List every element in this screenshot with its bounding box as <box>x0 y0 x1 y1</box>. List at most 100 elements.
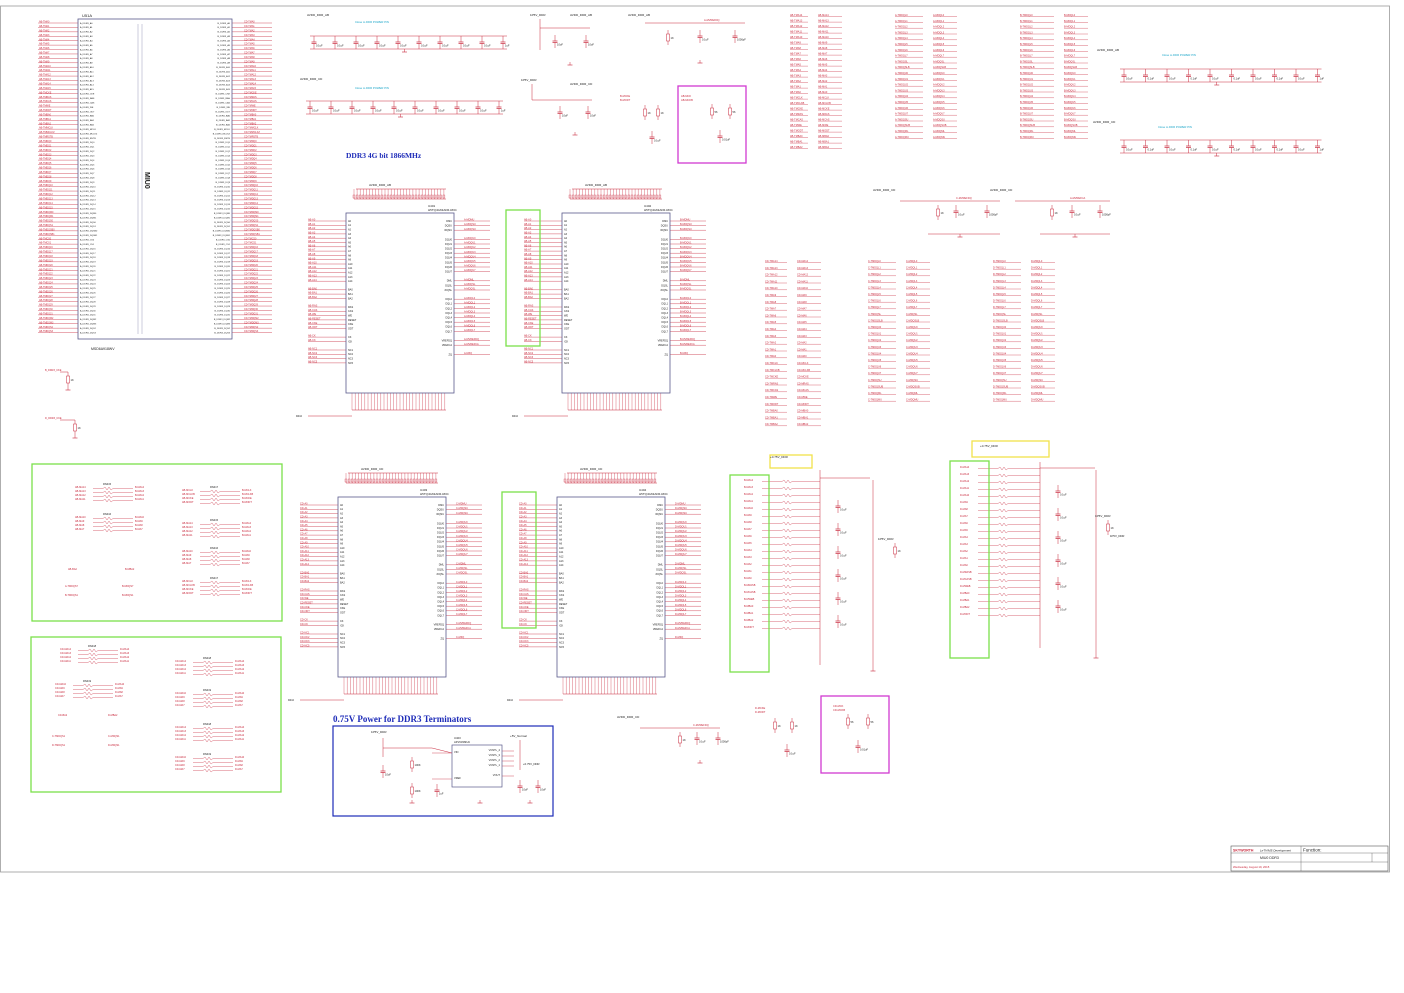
series-out: D-MA12 <box>235 668 245 671</box>
chip-pin-right: DQU2 <box>445 248 453 251</box>
cap-value: 0.1uF <box>459 109 466 113</box>
main-pin-left: A_DDR3_DQ18 <box>80 256 96 259</box>
chip-net-left: CD-A13 <box>300 559 310 562</box>
main-net-left: AB-TMDQ14 <box>39 202 53 205</box>
main-pin-left: A_DDR3_DQ12 <box>80 194 96 197</box>
net-label-left: B-TMDQU7 <box>1020 113 1034 116</box>
chip-pin-left: WE <box>559 599 563 602</box>
res-value: 1K <box>648 111 651 115</box>
resistor-zigzag <box>202 672 214 677</box>
term-net: D-MODT <box>960 613 970 616</box>
chip-net-left: CD-A6 <box>519 528 527 531</box>
net-label-right: A-MDQL3 <box>933 31 945 34</box>
cap-value: 0.1uF <box>333 109 340 113</box>
main-net-left: AB-TMMCLK <box>39 127 53 130</box>
chip-net-right: D-MDQL5 <box>675 604 687 607</box>
chip-net-left: AB-A6 <box>524 244 532 247</box>
series-out: D-MA13 <box>235 730 245 733</box>
main-pin-left: A_DDR3_A8 <box>80 57 93 60</box>
main-pin-right: B_DDR3_DQM3 <box>214 324 231 326</box>
chip-net-left: CD-A7 <box>519 533 527 536</box>
main-net-left: AB-TMA2 <box>39 29 50 32</box>
main-net-right: CD-TMDQ24 <box>244 282 259 285</box>
chip-net-left: AB-A9 <box>308 257 316 260</box>
series-out: D-MA10 <box>115 683 125 686</box>
series-out: B-MODT <box>242 592 252 595</box>
main-net-right: CD-TMDQ31 <box>244 312 259 315</box>
main-net-left: AB-TMDQS1 <box>39 224 54 227</box>
chip-net-right: B-MDQL5 <box>680 320 692 323</box>
main-pin-right: B_DDR3_WE <box>217 107 231 109</box>
chip-pin-right: DQU0 <box>445 238 453 241</box>
cap-value: 0.1uF <box>1148 148 1155 152</box>
term-net: D-MA13 <box>960 473 970 476</box>
chip-net-right: A-MDQL2 <box>464 306 476 309</box>
chip-net-right: D-MDQL1 <box>675 585 687 588</box>
term-net: D-MA8 <box>960 508 968 511</box>
resistor-zigzag <box>781 584 793 589</box>
net-label-left: A-TMDQL5 <box>895 43 908 46</box>
rn-ref: RN417 <box>210 576 219 580</box>
resistor <box>773 721 777 730</box>
net-label-left: A-TMDQL4 <box>895 37 908 40</box>
net-label: 1P5V_DDR <box>530 13 546 17</box>
chip-net-left: CD-A2 <box>300 511 308 514</box>
series-in: AB-MCLK <box>182 489 193 492</box>
term-net: B-MODT <box>744 626 754 629</box>
net-label: D-MBA2 <box>108 714 118 717</box>
decap <box>581 194 584 199</box>
chip-net-right: B-MDQU0 <box>680 237 692 240</box>
rn-ref: RN418 <box>203 656 212 660</box>
net-label-right: D-MDQL5 <box>1031 293 1043 296</box>
decap <box>578 194 581 199</box>
chip-net-left: AB-A13 <box>524 275 533 278</box>
cap-value: 0.1uF <box>421 44 428 48</box>
chip-pin-right: DQU0 <box>656 522 664 525</box>
decap <box>625 478 629 483</box>
net-label: AVDD_DDR_CD <box>570 82 593 86</box>
chip-net-right: A-MDQSU <box>464 228 476 231</box>
chip-net-left: CD-A12 <box>300 554 310 557</box>
net-label-left: B-TMDQU3 <box>1020 89 1034 92</box>
series-out: B-MA12 <box>242 530 252 533</box>
chip-pin-left: A0 <box>564 220 568 223</box>
decap <box>359 194 362 199</box>
net-label: D-MDQS1 <box>108 744 120 747</box>
net-label-left: AB-TMBA1 <box>790 141 803 144</box>
chip-net-left: CD-BA2 <box>300 580 310 583</box>
resistor-zigzag <box>781 549 793 554</box>
net-label-right: B-MDQL3 <box>1064 31 1076 34</box>
net-label-right: AB-MA6 <box>818 58 828 61</box>
chip-net-left: AB-NC3 <box>524 356 534 359</box>
net-label-left: D-TMDQU2 <box>993 339 1007 342</box>
series-out: B-MA8 <box>135 524 143 527</box>
cap-value: 10uF <box>557 43 563 47</box>
net-label-right: D-MDQU4 <box>1031 352 1043 355</box>
rn-ref: RN419 <box>203 688 212 692</box>
chip-pin-left: ODT <box>559 611 565 614</box>
main-net-left: AB-TMDQ9 <box>39 180 52 183</box>
chip-pin-right: DQU4 <box>437 541 445 544</box>
main-net-right: CD-TMDQ30 <box>244 308 259 311</box>
term-net: D-MA1 <box>960 557 968 560</box>
net-label-left: B-TMDQU2 <box>1020 84 1034 87</box>
chip-pin-left: /CK <box>564 340 569 343</box>
main-net-right: CD-TMA6 <box>244 47 255 50</box>
series-out: D-MA9 <box>235 760 243 763</box>
resistor-zigzag <box>997 606 1009 611</box>
net-label-right: A-MDQL6 <box>933 49 945 52</box>
main-pin-right: B_DDR3_DQ12 <box>214 195 230 197</box>
decap <box>610 478 613 483</box>
net-label: A-MVREFCA <box>1070 196 1086 200</box>
chip-pin-left: A1 <box>348 224 352 227</box>
chip-pin-right: DQU3 <box>445 252 453 255</box>
net-label-left: B-TMDQMU <box>1020 136 1034 139</box>
decap <box>442 194 446 199</box>
chip-net-right: B-MDML <box>680 278 690 281</box>
chip-pin-left: A8 <box>348 254 352 257</box>
resistor-zigzag <box>202 700 214 705</box>
main-net-left: AB-TMDQ4 <box>39 158 52 161</box>
cap-value: 0.1uF <box>699 740 706 744</box>
main-net-right: CD-TMDQ16 <box>244 246 259 249</box>
chip-net-right: B-MDQU2 <box>680 246 692 249</box>
